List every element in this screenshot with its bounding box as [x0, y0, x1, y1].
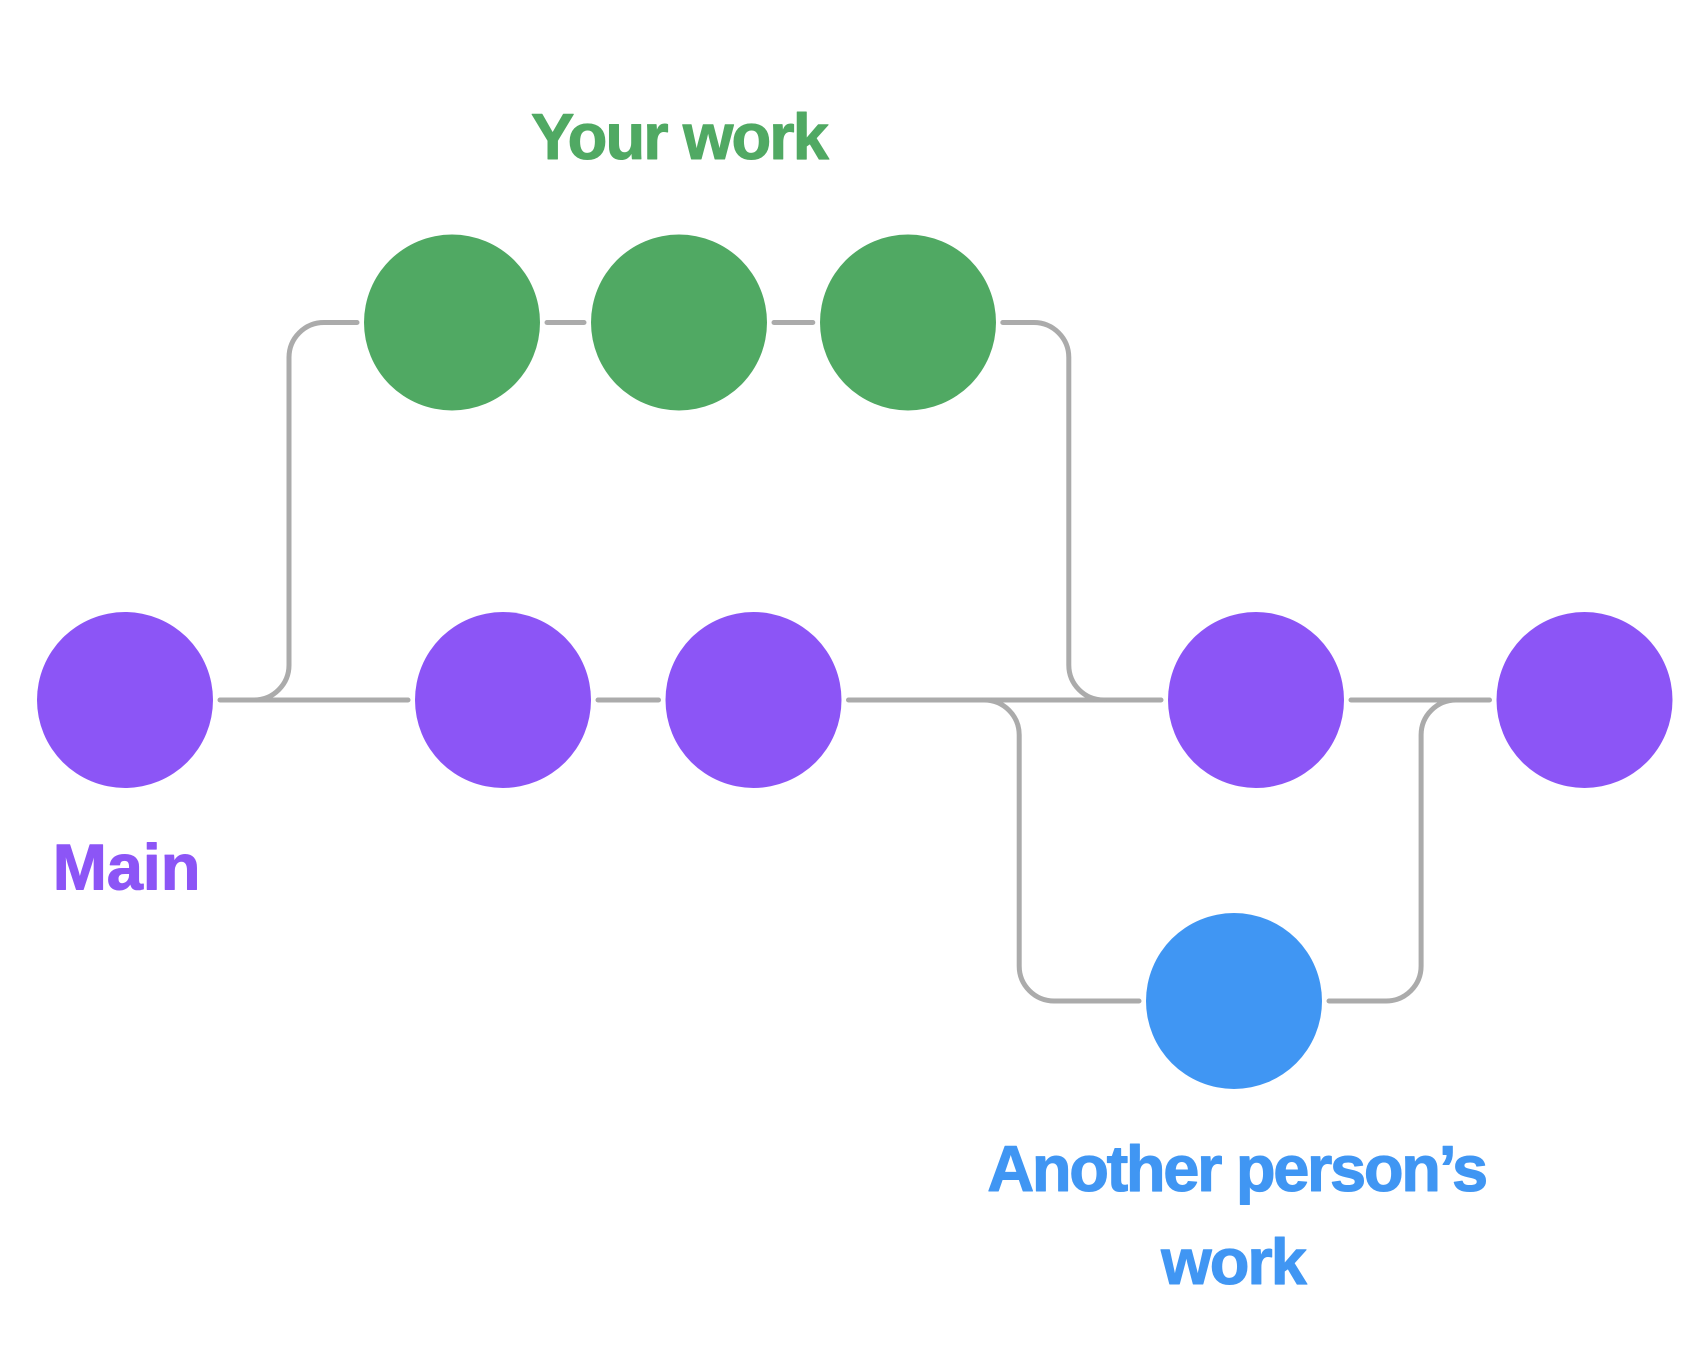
- svg-text:Main: Main: [53, 831, 201, 904]
- svg-text:work: work: [1160, 1225, 1308, 1298]
- svg-text:Another person’s: Another person’s: [987, 1132, 1486, 1205]
- svg-text:Your work: Your work: [531, 100, 830, 173]
